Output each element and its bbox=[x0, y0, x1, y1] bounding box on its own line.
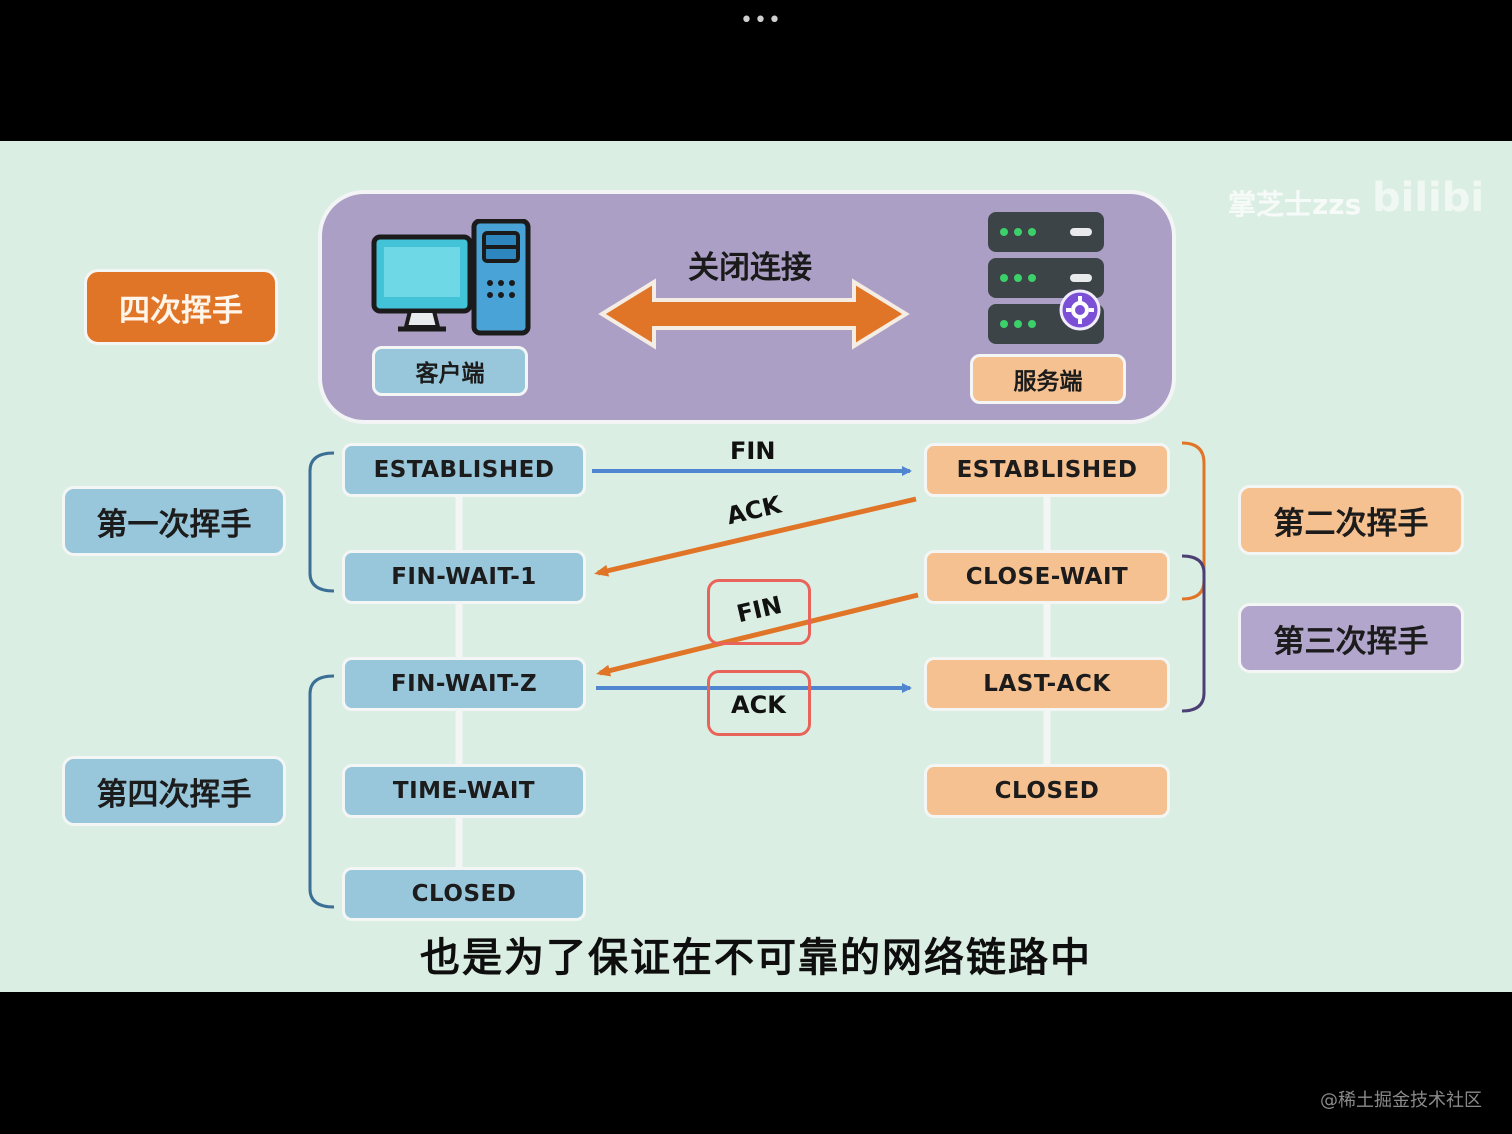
step-first-label: 第一次挥手 bbox=[62, 486, 286, 556]
server-state-close-wait: CLOSE-WAIT bbox=[924, 550, 1170, 604]
client-state-time-wait: TIME-WAIT bbox=[342, 764, 586, 818]
bracket-third bbox=[1181, 554, 1206, 713]
step-second-label: 第二次挥手 bbox=[1238, 485, 1464, 555]
message-fin-2-highlight bbox=[707, 579, 811, 645]
video-frame: 掌芝士zzs bilibili 四次挥手 bbox=[0, 141, 1512, 992]
client-state-fin-wait-2: FIN-WAIT-Z bbox=[342, 657, 586, 711]
client-state-closed: CLOSED bbox=[342, 867, 586, 921]
bidirectional-arrow-icon bbox=[598, 278, 910, 350]
author-watermark: 掌芝士zzs bbox=[1228, 188, 1362, 221]
diagram-title: 四次挥手 bbox=[84, 269, 278, 345]
client-state-fin-wait-1: FIN-WAIT-1 bbox=[342, 550, 586, 604]
ack-arrow-1 bbox=[594, 496, 917, 577]
client-label: 客户端 bbox=[372, 346, 528, 396]
svg-text:bilibili: bilibili bbox=[1372, 175, 1484, 221]
server-state-last-ack: LAST-ACK bbox=[924, 657, 1170, 711]
server-icon bbox=[988, 212, 1104, 344]
close-connection-label: 关闭连接 bbox=[688, 250, 812, 286]
message-ack-2: ACK bbox=[731, 691, 786, 719]
server-state-closed: CLOSED bbox=[924, 764, 1170, 818]
site-watermark: @稀土掘金技术社区 bbox=[1320, 1090, 1482, 1111]
client-computer-icon bbox=[371, 219, 531, 336]
window-menu-dots[interactable]: ••• bbox=[740, 8, 782, 33]
bracket-first bbox=[308, 451, 335, 593]
video-subtitle: 也是为了保证在不可靠的网络链路中 bbox=[420, 935, 1092, 981]
message-ack-2-highlight bbox=[707, 670, 811, 736]
step-fourth-label: 第四次挥手 bbox=[62, 756, 286, 826]
bracket-fourth bbox=[308, 674, 335, 909]
server-label: 服务端 bbox=[970, 354, 1126, 404]
server-state-established: ESTABLISHED bbox=[924, 443, 1170, 497]
fin-arrow-2 bbox=[596, 592, 919, 677]
step-third-label: 第三次挥手 bbox=[1238, 603, 1464, 673]
bilibili-logo-icon: bilibili bbox=[1372, 175, 1484, 221]
connection-panel: 客户端 关闭连接 服务端 bbox=[318, 190, 1176, 424]
message-fin-1: FIN bbox=[730, 437, 776, 465]
client-state-established: ESTABLISHED bbox=[342, 443, 586, 497]
bracket-second bbox=[1181, 441, 1206, 601]
